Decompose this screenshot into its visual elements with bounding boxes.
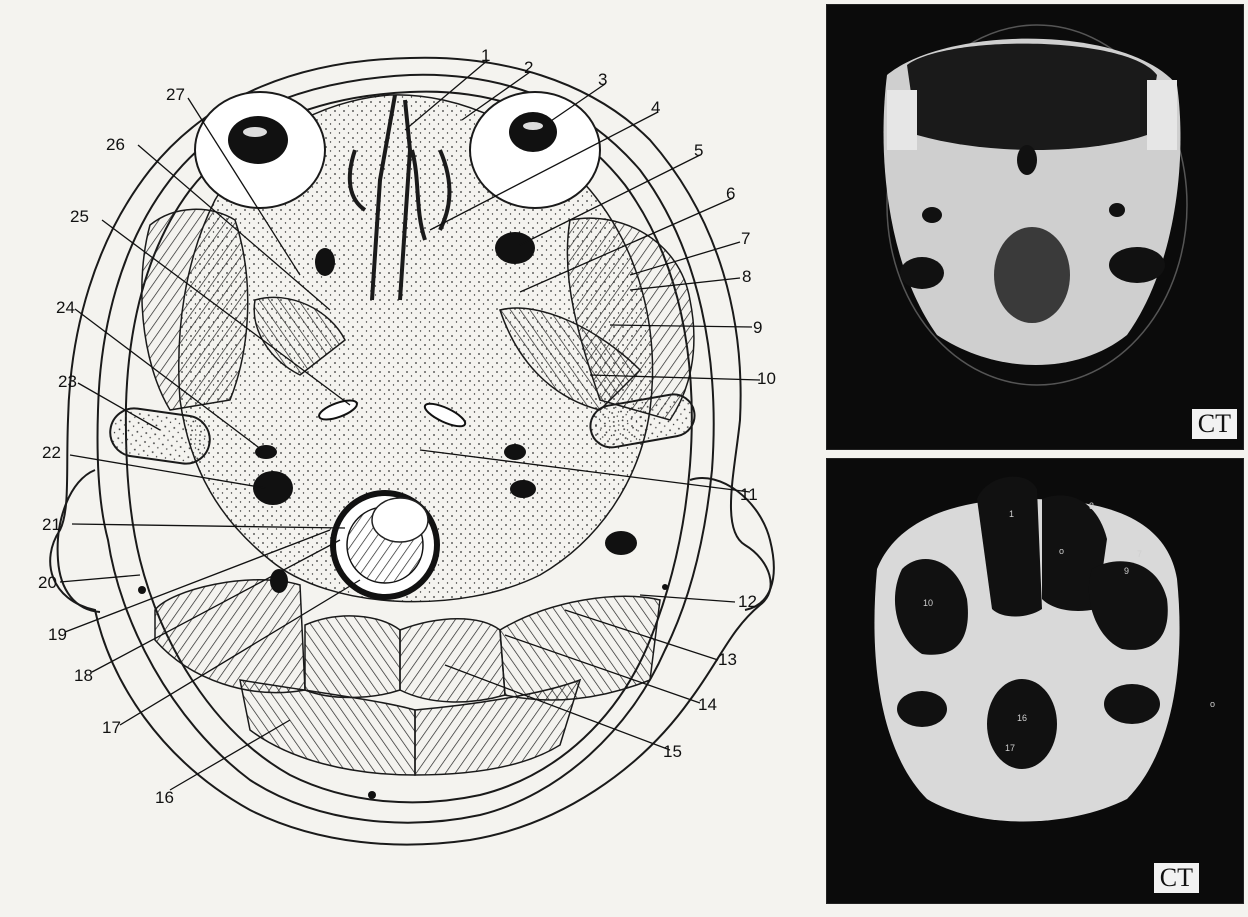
svg-text:16: 16 [1017,713,1027,723]
label-10: 10 [757,369,776,388]
label-27: 27 [166,85,185,104]
svg-text:17: 17 [1005,743,1015,753]
svg-text:o: o [1059,546,1064,556]
ct-scan-upper [827,5,1243,449]
label-6: 6 [726,184,735,203]
label-3: 3 [598,70,607,89]
label-4: 4 [651,98,660,117]
svg-text:3: 3 [1089,501,1094,511]
label-19: 19 [48,625,67,644]
ct-scan-lower: 1 3 o 7 9 10 16 17 o [827,459,1243,903]
ct-image-lower: 1 3 o 7 9 10 16 17 o CT [826,458,1244,904]
svg-text:10: 10 [923,598,933,608]
svg-text:9: 9 [1124,566,1129,576]
label-9: 9 [753,318,762,337]
label-2: 2 [524,58,533,77]
ct-image-upper: CT [826,4,1244,450]
label-14: 14 [698,695,717,714]
label-1: 1 [481,46,490,65]
label-26: 26 [106,135,125,154]
label-16: 16 [155,788,174,807]
ct-label-upper: CT [1192,409,1237,439]
label-17: 17 [102,718,121,737]
label-23: 23 [58,372,77,391]
svg-text:7: 7 [1137,549,1142,559]
label-20: 20 [38,573,57,592]
label-7: 7 [741,229,750,248]
label-18: 18 [74,666,93,685]
label-12: 12 [738,592,757,611]
svg-text:o: o [1210,699,1215,709]
label-22: 22 [42,443,61,462]
spinal-canal [333,493,437,597]
label-8: 8 [742,267,751,286]
label-5: 5 [694,141,703,160]
nuchal-muscles [155,580,660,775]
label-13: 13 [718,650,737,669]
label-24: 24 [56,298,75,317]
label-11: 11 [740,485,758,504]
svg-text:1: 1 [1009,509,1014,519]
ct-label-lower: CT [1154,863,1199,893]
label-21: 21 [42,515,61,534]
label-15: 15 [663,742,682,761]
label-25: 25 [70,207,89,226]
